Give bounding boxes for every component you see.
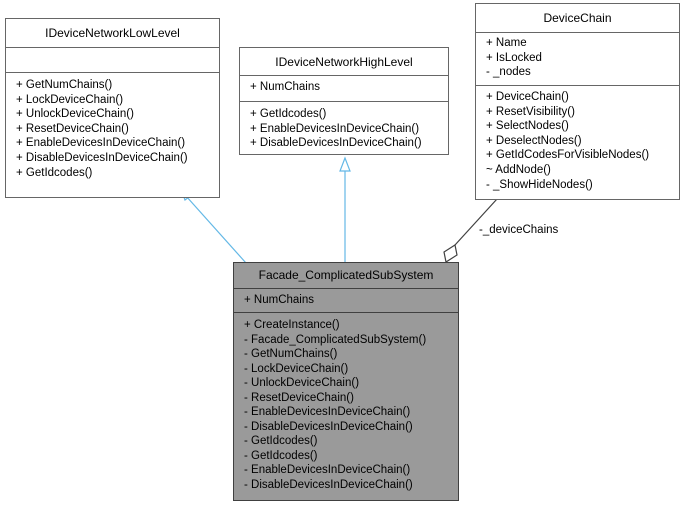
class-attributes: + Name + IsLocked - _nodes (476, 33, 679, 86)
method-item: + GetNumChains() (16, 79, 113, 91)
method-item: + DeselectNodes() (486, 134, 582, 147)
method-item: + SelectNodes() (486, 120, 569, 133)
class-attributes (6, 48, 219, 73)
method-item: - GetNumChains() (244, 348, 338, 360)
attribute-item: + IsLocked (486, 51, 542, 64)
method-item: + LockDeviceChain() (16, 93, 124, 106)
method-item: - EnableDevicesInDeviceChain() (244, 406, 411, 418)
method-item: + GetIdCodesForVisibleNodes() (486, 149, 650, 162)
method-item: - DisableDevicesInDeviceChain() (244, 420, 413, 433)
inheritance-arrowhead-high (339, 156, 351, 172)
method-item: + DeviceChain() (486, 91, 569, 103)
aggregation-diamond (443, 244, 458, 263)
class-methods: + CreateInstance() - Facade_ComplicatedS… (234, 313, 458, 492)
method-item: + CreateInstance() (244, 319, 340, 331)
method-item: - _ShowHideNodes() (486, 178, 593, 191)
method-item: - DisableDevicesInDeviceChain() (244, 478, 413, 491)
attribute-item: + NumChains (244, 294, 314, 306)
class-attributes: + NumChains (234, 289, 458, 313)
method-item: ~ AddNode() (486, 163, 551, 176)
method-item: + ResetVisibility() (486, 105, 575, 118)
method-item: + DisableDevicesInDeviceChain() (250, 137, 422, 150)
method-item: + GetIdcodes() (250, 108, 327, 120)
method-item: + UnlockDeviceChain() (16, 108, 134, 121)
class-title: IDeviceNetworkHighLevel (240, 48, 448, 76)
class-idevicenetworkhighlevel[interactable]: IDeviceNetworkHighLevel + NumChains + Ge… (239, 47, 449, 155)
method-item: - LockDeviceChain() (244, 362, 349, 375)
class-methods: + DeviceChain() + ResetVisibility() + Se… (476, 86, 679, 192)
method-item: + EnableDevicesInDeviceChain() (250, 122, 420, 135)
attribute-item: + NumChains (250, 81, 320, 93)
attribute-item: - _nodes (486, 66, 531, 79)
method-item: - GetIdcodes() (244, 449, 318, 462)
aggregation-label: -_deviceChains (479, 224, 559, 236)
aggregation-edge (454, 198, 498, 246)
class-attributes: + NumChains (240, 76, 448, 102)
method-item: - ResetDeviceChain() (244, 391, 354, 404)
inheritance-edge-low (185, 195, 247, 264)
method-item: + DisableDevicesInDeviceChain() (16, 151, 188, 164)
attribute-item: + Name (486, 37, 527, 49)
class-title: DeviceChain (476, 4, 679, 33)
class-title: Facade_ComplicatedSubSystem (234, 263, 458, 289)
class-title: IDeviceNetworkLowLevel (6, 19, 219, 48)
class-methods: + GetNumChains() + LockDeviceChain() + U… (6, 73, 219, 180)
method-item: + ResetDeviceChain() (16, 122, 129, 135)
class-devicechain[interactable]: DeviceChain + Name + IsLocked - _nodes +… (475, 3, 680, 200)
method-item: - GetIdcodes() (244, 435, 318, 447)
method-item: + EnableDevicesInDeviceChain() (16, 137, 186, 150)
class-methods: + GetIdcodes() + EnableDevicesInDeviceCh… (240, 102, 448, 151)
method-item: - Facade_ComplicatedSubSystem() (244, 333, 427, 346)
class-facade-complicatedsubsystem[interactable]: Facade_ComplicatedSubSystem + NumChains … (233, 262, 459, 501)
class-idevicenetworklowlevel[interactable]: IDeviceNetworkLowLevel + GetNumChains() … (5, 18, 220, 198)
method-item: - UnlockDeviceChain() (244, 377, 360, 389)
method-item: - EnableDevicesInDeviceChain() (244, 464, 411, 476)
method-item: + GetIdcodes() (16, 166, 93, 179)
